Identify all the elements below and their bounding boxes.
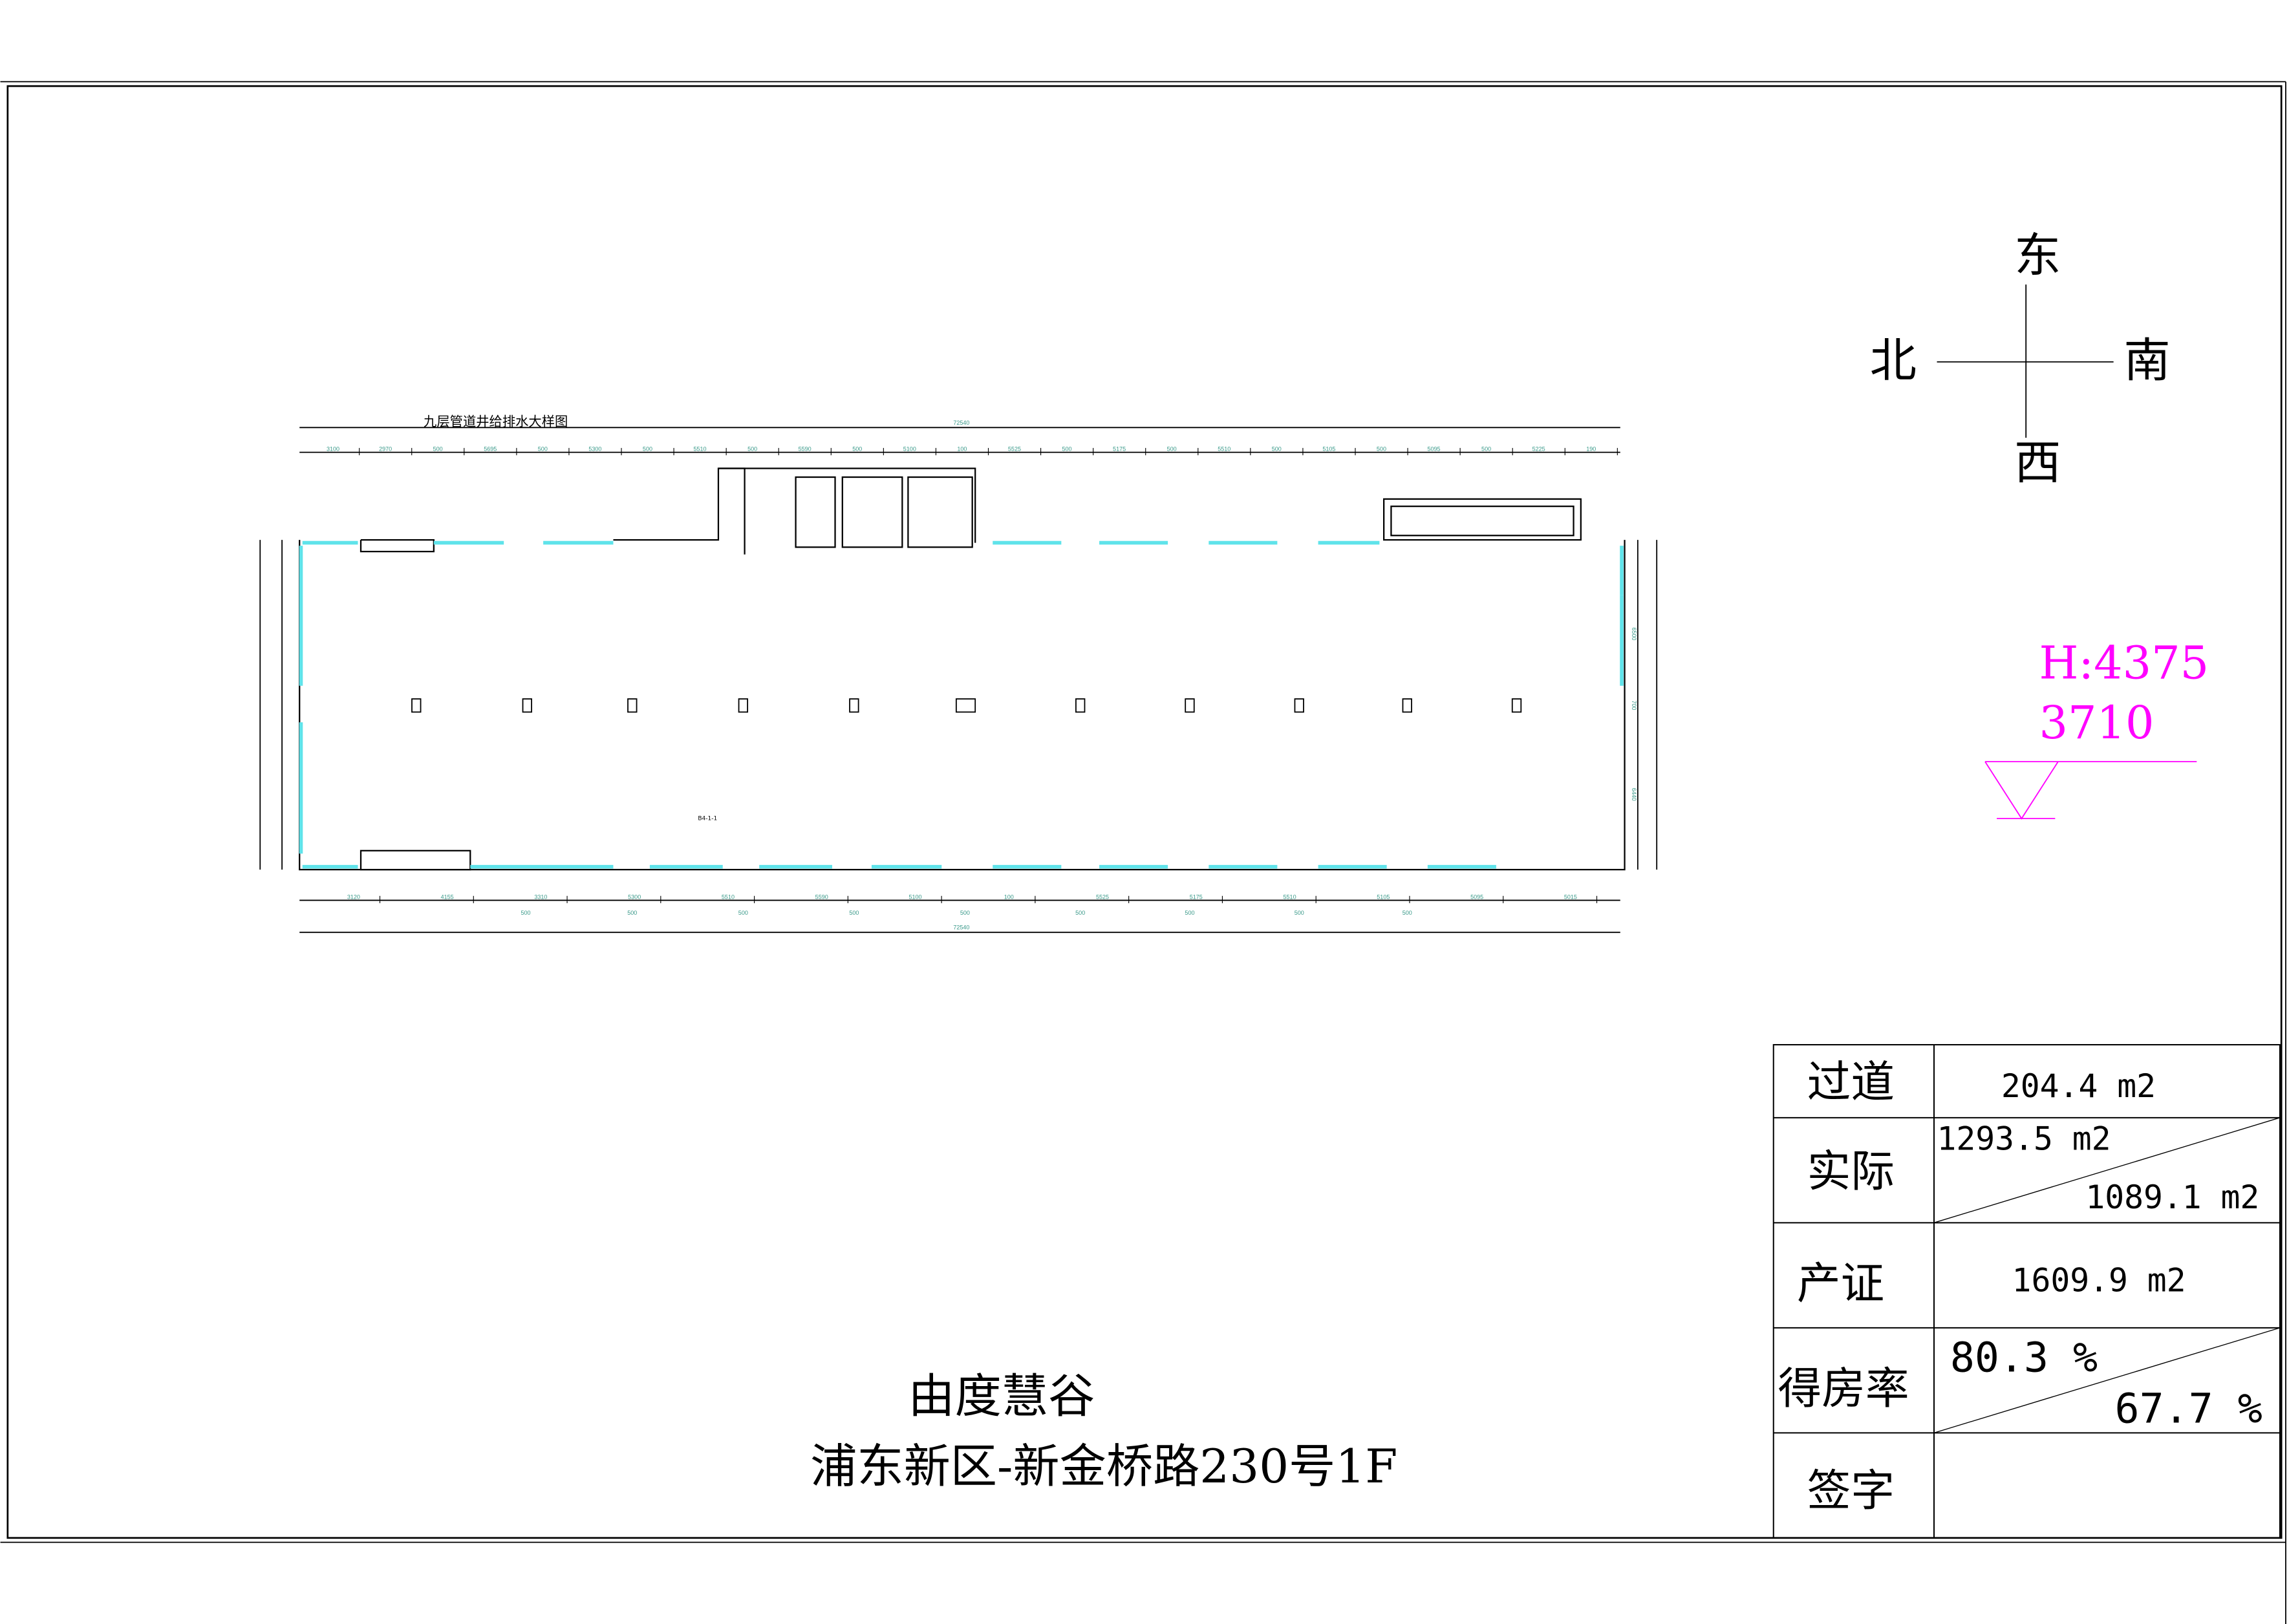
dimension-label: 500 (1062, 445, 1071, 452)
dimension-label: 5100 (903, 445, 916, 452)
area-table: 过道 204.4 m2 实际 1293.5 m2 1089.1 m2 产证 16… (1772, 1043, 2281, 1539)
building-walls (299, 467, 1626, 871)
dimension-label: 100 (957, 445, 967, 452)
column (411, 698, 422, 713)
dimension-label: 500 (1185, 910, 1194, 916)
dimension-label: 5100 (908, 893, 921, 900)
sheet-frame (0, 81, 2286, 1624)
signature-label: 签字 (1807, 1465, 1895, 1516)
elevation-height: H:4375 (2039, 637, 2209, 689)
ratio-net-value: 67.7 % (2115, 1385, 2262, 1433)
bottom-dimension-labels: 3120 4155 3310 5300 5510 5590 5100 100 5525 5175 5… (347, 893, 1598, 904)
dimension-label: 5510 (693, 445, 706, 452)
side-dimension-2: 700 (1631, 700, 1637, 710)
column (1294, 698, 1304, 713)
dimension-label: 5095 (1427, 445, 1440, 452)
corridor-label: 过道 (1807, 1056, 1895, 1107)
dimension-label: 5015 (1564, 893, 1577, 900)
dimension-label: 500 (1075, 910, 1085, 916)
corridor-value: 204.4 m2 (2001, 1067, 2156, 1105)
dimension-label: 5525 (1096, 893, 1109, 900)
bottom-column-dimension-labels: 500 500 500 500 500 500 500 500 500 (521, 910, 1412, 916)
column (738, 698, 749, 713)
dimension-label: 5510 (1284, 893, 1296, 900)
dimension-label: 5095 (1470, 893, 1483, 900)
dimension-label: 5590 (799, 445, 811, 452)
dimension-label: 500 (643, 445, 652, 452)
side-dimension-1: 6500 (1631, 627, 1637, 640)
ratio-label: 得房率 (1778, 1363, 1909, 1414)
dimension-label: 500 (849, 910, 859, 916)
total-dimension-top: 72540 (953, 420, 969, 426)
side-dimension-3: 6440 (1631, 788, 1637, 801)
dimension-label: 500 (1295, 910, 1304, 916)
dimension-label: 5525 (1008, 445, 1021, 452)
dimension-label: 5105 (1377, 893, 1390, 900)
room-label: B4-1-1 (698, 815, 717, 822)
dimension-label: 2970 (379, 445, 392, 452)
dimension-label: 500 (627, 910, 637, 916)
dimension-label: 5300 (628, 893, 641, 900)
compass-south: 南 (2123, 334, 2170, 388)
dimension-label: 500 (433, 445, 443, 452)
dimension-label: 3310 (534, 893, 547, 900)
dimension-label: 5300 (588, 445, 601, 452)
dimension-label: 3120 (347, 893, 360, 900)
floor-plan: 九层管道井给排水大样图 72540 72540 3100 2970 500 5695 5… (259, 414, 1658, 934)
column (1511, 698, 1522, 713)
dimension-label: 5695 (484, 445, 497, 452)
dimension-label: 190 (1586, 445, 1596, 452)
actual-net-value: 1089.1 m2 (2085, 1179, 2259, 1216)
project-address: 浦东新区-新金桥路230号1F (810, 1440, 1397, 1494)
compass-north: 北 (1870, 334, 1917, 388)
window-glazing (299, 540, 1624, 869)
dimension-label: 500 (1402, 910, 1412, 916)
top-dimension-labels: 3100 2970 500 5695 500 5300 500 5510 500 5590 500 5… (327, 445, 1618, 456)
dimension-label: 3100 (327, 445, 339, 452)
dimension-label: 500 (747, 445, 757, 452)
dimension-label: 5105 (1322, 445, 1335, 452)
column (522, 698, 532, 713)
compass-west: 西 (2014, 436, 2061, 490)
column (1185, 698, 1195, 713)
dimension-label: 500 (1377, 445, 1386, 452)
dimension-label: 500 (521, 910, 531, 916)
column (849, 698, 859, 713)
dimension-label: 500 (1272, 445, 1282, 452)
plan-title: 九层管道井给排水大样图 (424, 414, 568, 429)
column (955, 698, 976, 713)
structural-columns (411, 698, 1522, 713)
dimension-label: 500 (1167, 445, 1177, 452)
dimension-label: 500 (960, 910, 970, 916)
project-name: 由度慧谷 (908, 1370, 1095, 1424)
actual-gross-value: 1293.5 m2 (1937, 1120, 2111, 1157)
dimension-label: 500 (1481, 445, 1491, 452)
compass-east: 东 (2014, 229, 2061, 283)
dimension-label: 100 (1004, 893, 1014, 900)
elevation-triangle-icon (1984, 761, 2197, 820)
dimension-label: 5175 (1190, 893, 1203, 900)
actual-label: 实际 (1807, 1146, 1895, 1197)
dimension-label: 5175 (1113, 445, 1126, 452)
dimension-label: 5510 (722, 893, 735, 900)
dimension-label: 4155 (441, 893, 454, 900)
dimension-label: 500 (538, 445, 548, 452)
elevation-level: 3710 (2039, 697, 2155, 749)
dimension-label: 500 (738, 910, 748, 916)
dimension-label: 5510 (1218, 445, 1230, 452)
column (1075, 698, 1086, 713)
dimension-label: 5225 (1532, 445, 1545, 452)
dimension-label: 5590 (815, 893, 828, 900)
dimension-label: 500 (852, 445, 862, 452)
ratio-gross-value: 80.3 % (1950, 1334, 2098, 1382)
dimension-lines (259, 427, 1658, 934)
total-dimension-bottom: 72540 (953, 924, 969, 931)
column (1402, 698, 1412, 713)
elevation-marker: H:4375 3710 (1984, 637, 2209, 820)
certificate-value: 1609.9 m2 (2012, 1261, 2186, 1299)
column (627, 698, 638, 713)
compass-icon: 东 北 南 西 (1870, 229, 2171, 490)
certificate-label: 产证 (1797, 1258, 1884, 1309)
